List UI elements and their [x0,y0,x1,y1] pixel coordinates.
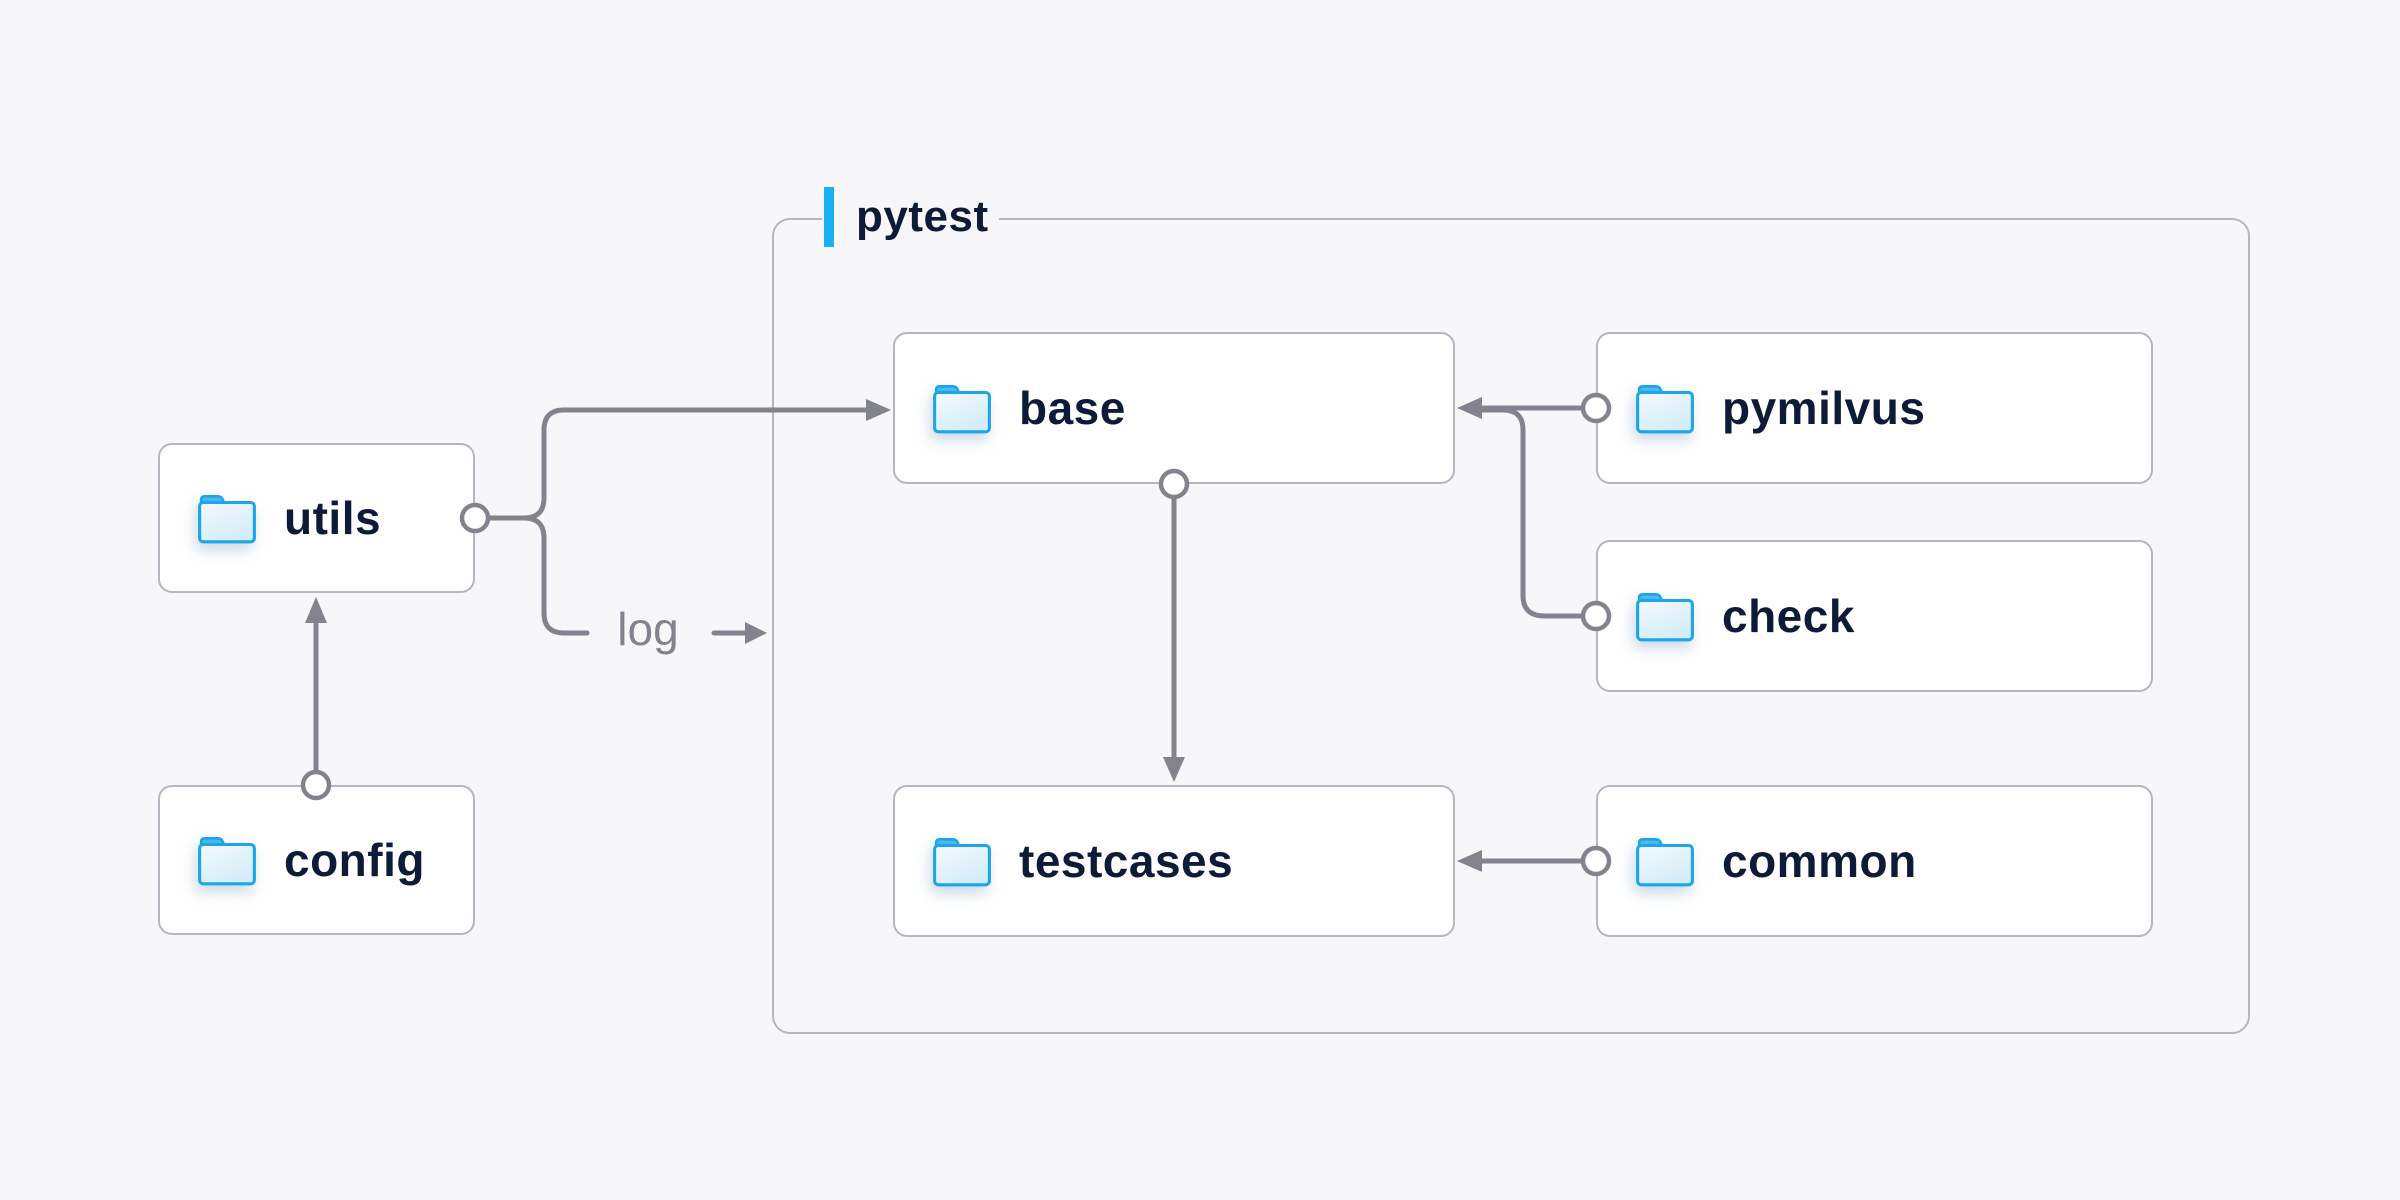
group-title: pytest [856,192,989,241]
folder-icon [1636,838,1694,887]
pytest-group-box [772,218,2250,1034]
node-label: config [284,834,425,886]
folder-icon [933,838,991,887]
edge-config-utils [300,597,332,801]
node-label: common [1722,835,1917,887]
arrowhead-right-icon [745,622,767,644]
node-label: testcases [1019,835,1234,887]
node-config: config [158,785,475,935]
folder-icon [1636,385,1694,434]
node-testcases: testcases [893,785,1455,937]
node-check: check [1596,540,2153,692]
pytest-group-label: pytest [822,184,999,250]
node-base: base [893,332,1455,484]
node-label: base [1019,382,1126,434]
edge-label-log: log [617,603,679,655]
folder-icon [933,385,991,434]
node-label: pymilvus [1722,382,1926,434]
folder-icon [1636,593,1694,642]
folder-icon [198,837,256,886]
edge-line [521,515,590,636]
node-label: check [1722,590,1855,642]
node-pymilvus: pymilvus [1596,332,2153,484]
accent-bar-icon [824,187,834,247]
node-utils: utils [158,443,475,593]
folder-icon [198,495,256,544]
node-label: utils [284,492,382,544]
node-common: common [1596,785,2153,937]
arrowhead-up-icon [305,597,327,623]
